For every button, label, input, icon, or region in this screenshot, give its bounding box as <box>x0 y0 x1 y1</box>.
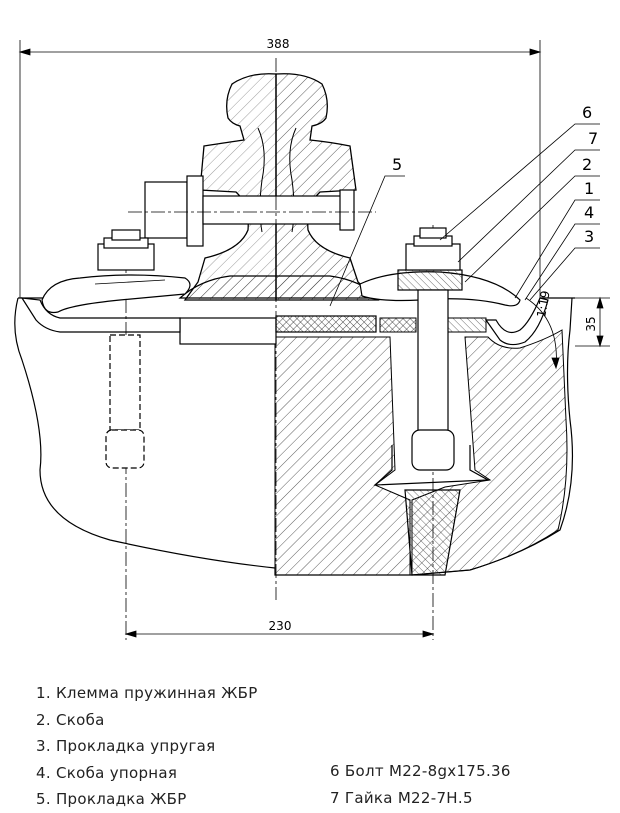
right-shoulder <box>484 297 549 346</box>
dimension-height-label: 35 <box>584 316 598 331</box>
legend-item-6: 6 Болт М22-8gх175.36 <box>330 762 511 780</box>
sleeper-section-hatch <box>274 336 411 576</box>
callout-5: 5 <box>392 155 402 174</box>
left-clamp-assembly <box>41 229 191 469</box>
rail-fastening-drawing: 388 230 35 1:19 6 7 2 1 4 3 5 <box>14 37 610 640</box>
sleeper-outline <box>14 297 574 576</box>
rail <box>178 73 382 301</box>
legend-item-4: 4. Скоба упорная <box>36 763 178 782</box>
legend-item-1: 1. Клемма пружинная ЖБР <box>36 684 258 702</box>
dimension-bottom-label: 230 <box>269 619 292 633</box>
legend-item-2: 2. Скоба <box>36 710 105 729</box>
dimension-bottom <box>124 630 435 638</box>
legend-right: 6 Болт М22-8gх175.36 7 Гайка М22-7Н.5 <box>330 758 511 811</box>
legend-item-7: 7 Гайка М22-7Н.5 <box>330 788 473 807</box>
rail-seat <box>18 297 575 345</box>
legend-left: 1. Клемма пружинная ЖБР 2. Скоба 3. Прок… <box>36 680 258 813</box>
callout-4: 4 <box>584 203 594 222</box>
callout-1: 1 <box>584 179 594 198</box>
rail-bolt <box>144 175 355 247</box>
dimension-height <box>575 296 610 348</box>
callout-6: 6 <box>582 103 592 122</box>
callout-leaders <box>329 123 600 307</box>
callout-2: 2 <box>582 155 592 174</box>
dimension-angle <box>525 297 560 370</box>
callout-3: 3 <box>584 227 594 246</box>
callout-7: 7 <box>588 129 598 148</box>
dimension-top <box>18 40 542 298</box>
dimension-angle-label: 1:19 <box>534 290 552 319</box>
right-clamp-assembly <box>359 227 521 576</box>
legend-item-5: 5. Прокладка ЖБР <box>36 790 187 809</box>
legend-item-3: 3. Прокладка упругая <box>36 737 216 756</box>
dimension-top-label: 388 <box>267 37 290 51</box>
